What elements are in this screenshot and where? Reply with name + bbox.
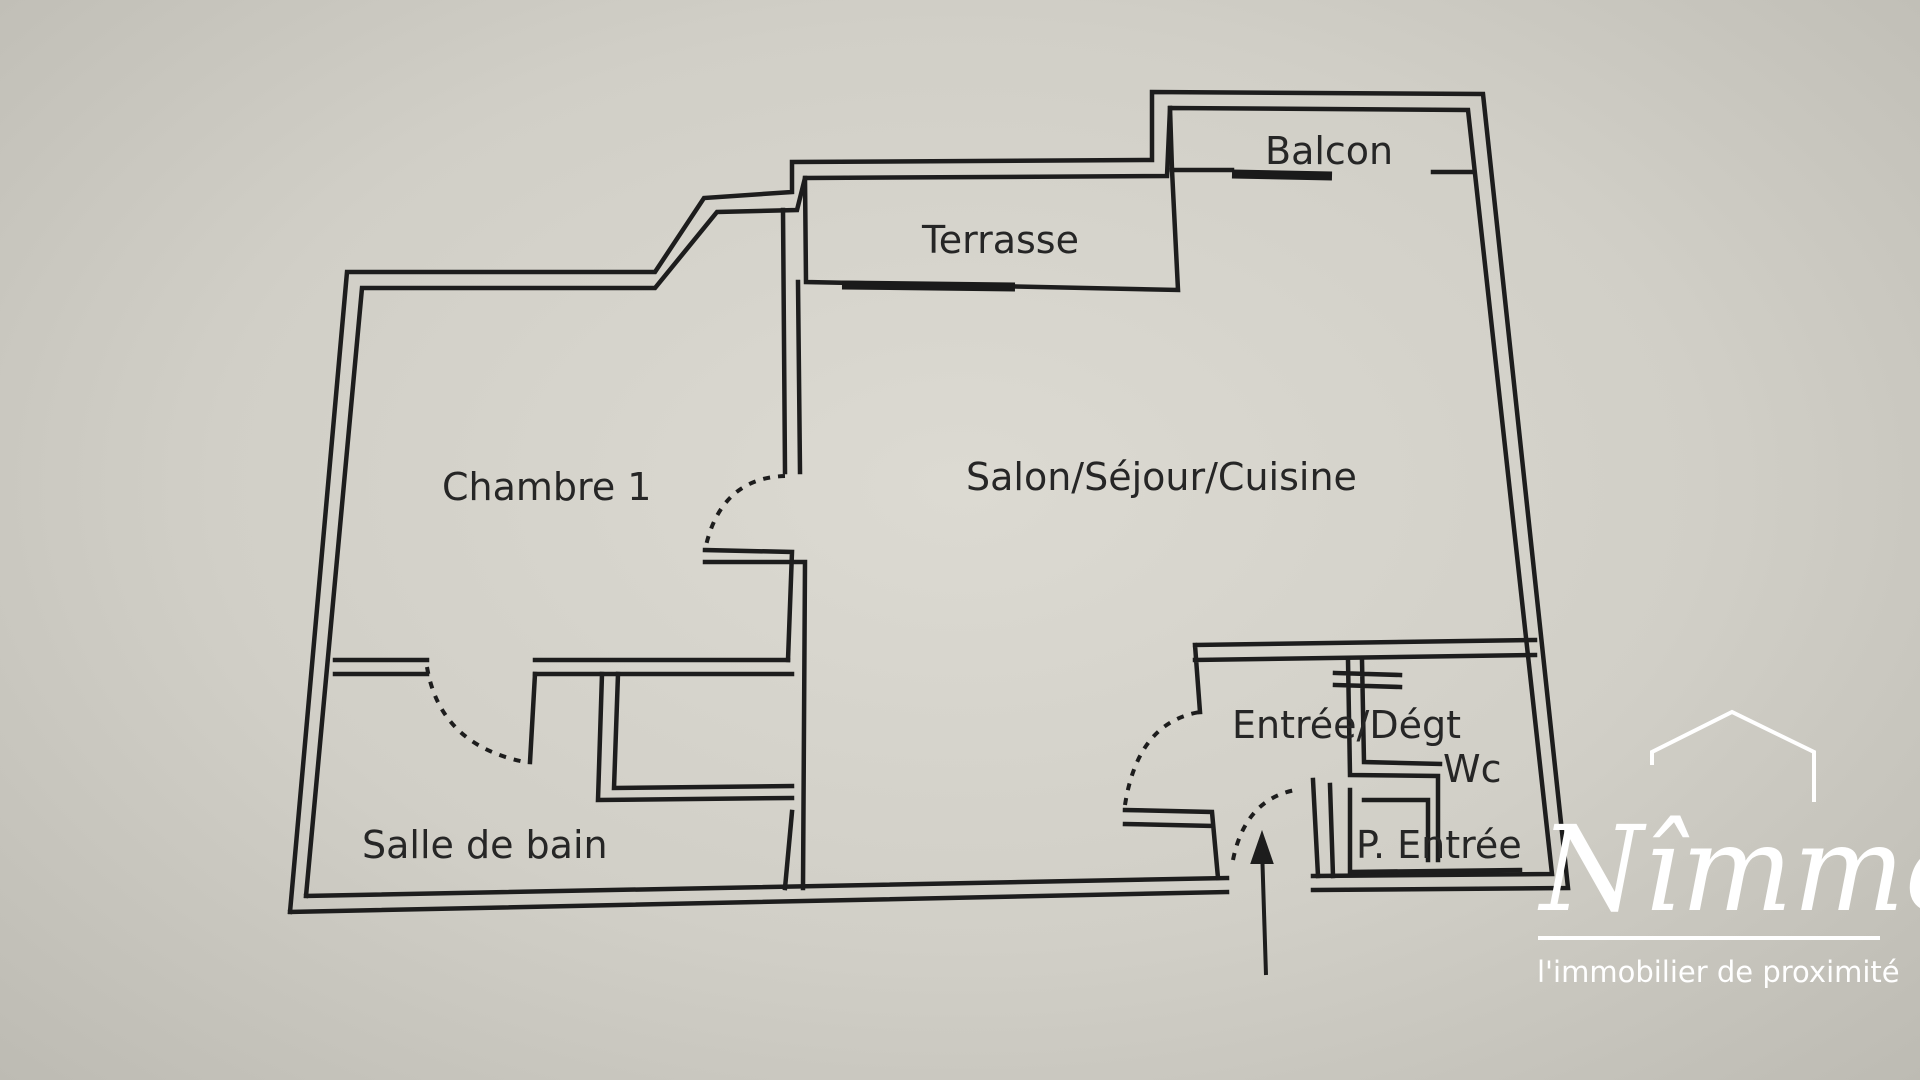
room-label-balcon: Balcon [1265,129,1393,173]
logo-house-outline-icon [1650,709,1816,802]
entry-top-wall [1192,637,1538,715]
entry-lower-wall [1122,807,1221,881]
entrance-arrow [1250,829,1274,976]
bathroom-inner-wall [782,809,795,891]
entry-inner-wall [1310,777,1336,879]
terrace-window [841,280,1016,292]
room-label-entree: Entrée/Dégt [1232,703,1461,747]
agency-logo: Nîmmo l'immobilier de proximité [1537,709,1920,989]
bathroom-partition [332,657,795,891]
outer-wall-outer-line [287,89,1571,915]
room-label-salon: Salon/Séjour/Cuisine [966,455,1357,499]
living-door-swing [1123,710,1201,806]
bathroom-top-wall [332,657,795,677]
bedroom-partition [702,207,808,891]
logo-tagline: l'immobilier de proximité [1537,955,1900,989]
room-label-chambre: Chambre 1 [442,465,651,509]
terrace [802,167,1181,293]
closet-walls [527,671,795,803]
bedroom-partition-upper [780,207,803,475]
bedroom-partition-lower [702,547,808,891]
entry-block [1122,637,1538,881]
bedroom-door-swing [703,474,786,551]
bathroom-door-swing [425,666,526,764]
room-label-terrasse: Terrasse [921,218,1079,262]
logo-wordmark: Nîmmo [1537,800,1920,938]
entrance-arrow-head [1250,829,1274,864]
room-label-wc: Wc [1443,747,1501,791]
p-entree-wall [1347,787,1523,875]
room-label-salle-de-bain: Salle de bain [362,823,608,867]
balcony-window [1231,169,1333,181]
entrance-arrow-shaft [1260,847,1268,976]
room-label-p-entree: P. Entrée [1356,823,1522,867]
wc-wall [1332,657,1443,863]
